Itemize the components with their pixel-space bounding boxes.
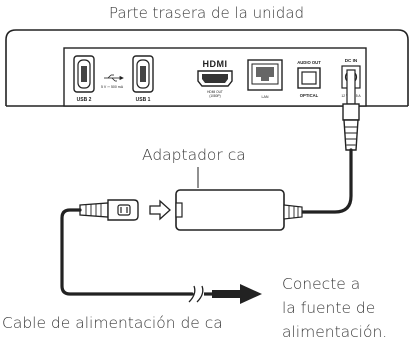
hdmi-logo: HDMI [203,59,228,69]
dc-cable [298,148,353,214]
hdmi-caption-1: HDMI OUT [207,90,223,94]
cable-label: Cable de alimentación de ca [2,314,223,332]
arrow-right-icon [149,199,171,221]
usb2-port [73,55,95,93]
dc-plug [342,69,360,151]
optical-label: OPTICAL [300,93,319,98]
optical-port [297,67,321,89]
ac-adapter [175,189,285,231]
hdmi-port [197,70,233,87]
usb1-port [132,55,154,93]
cable-break-icon [188,285,204,303]
usb2-label: USB 2 [77,97,92,103]
usb-rating: 5 V ⎓ 500 mA [101,85,124,89]
adapter-label: Adaptador ca [142,146,246,164]
lan-port [247,59,283,91]
lan-label: LAN [262,95,269,99]
audio-out-label: AUDIO OUT [297,60,321,65]
connect-line-3: alimentación. [282,323,388,341]
adapter-ac-inlet [175,202,183,218]
diagram-title: Parte trasera de la unidad [108,4,305,22]
hdmi-caption-2: (1080P) [209,94,220,98]
dc-in-label: DC IN [345,58,358,63]
connect-line-2: la fuente de [282,299,376,317]
connect-line-1: Conecte a [282,275,361,293]
ac-cord-plug [79,199,139,221]
ac-cord [60,208,194,296]
usb1-label: USB 1 [136,97,151,103]
usb-symbol-icon [104,74,124,82]
bold-arrow-right-icon [212,284,262,304]
adapter-strain-relief [283,204,303,220]
